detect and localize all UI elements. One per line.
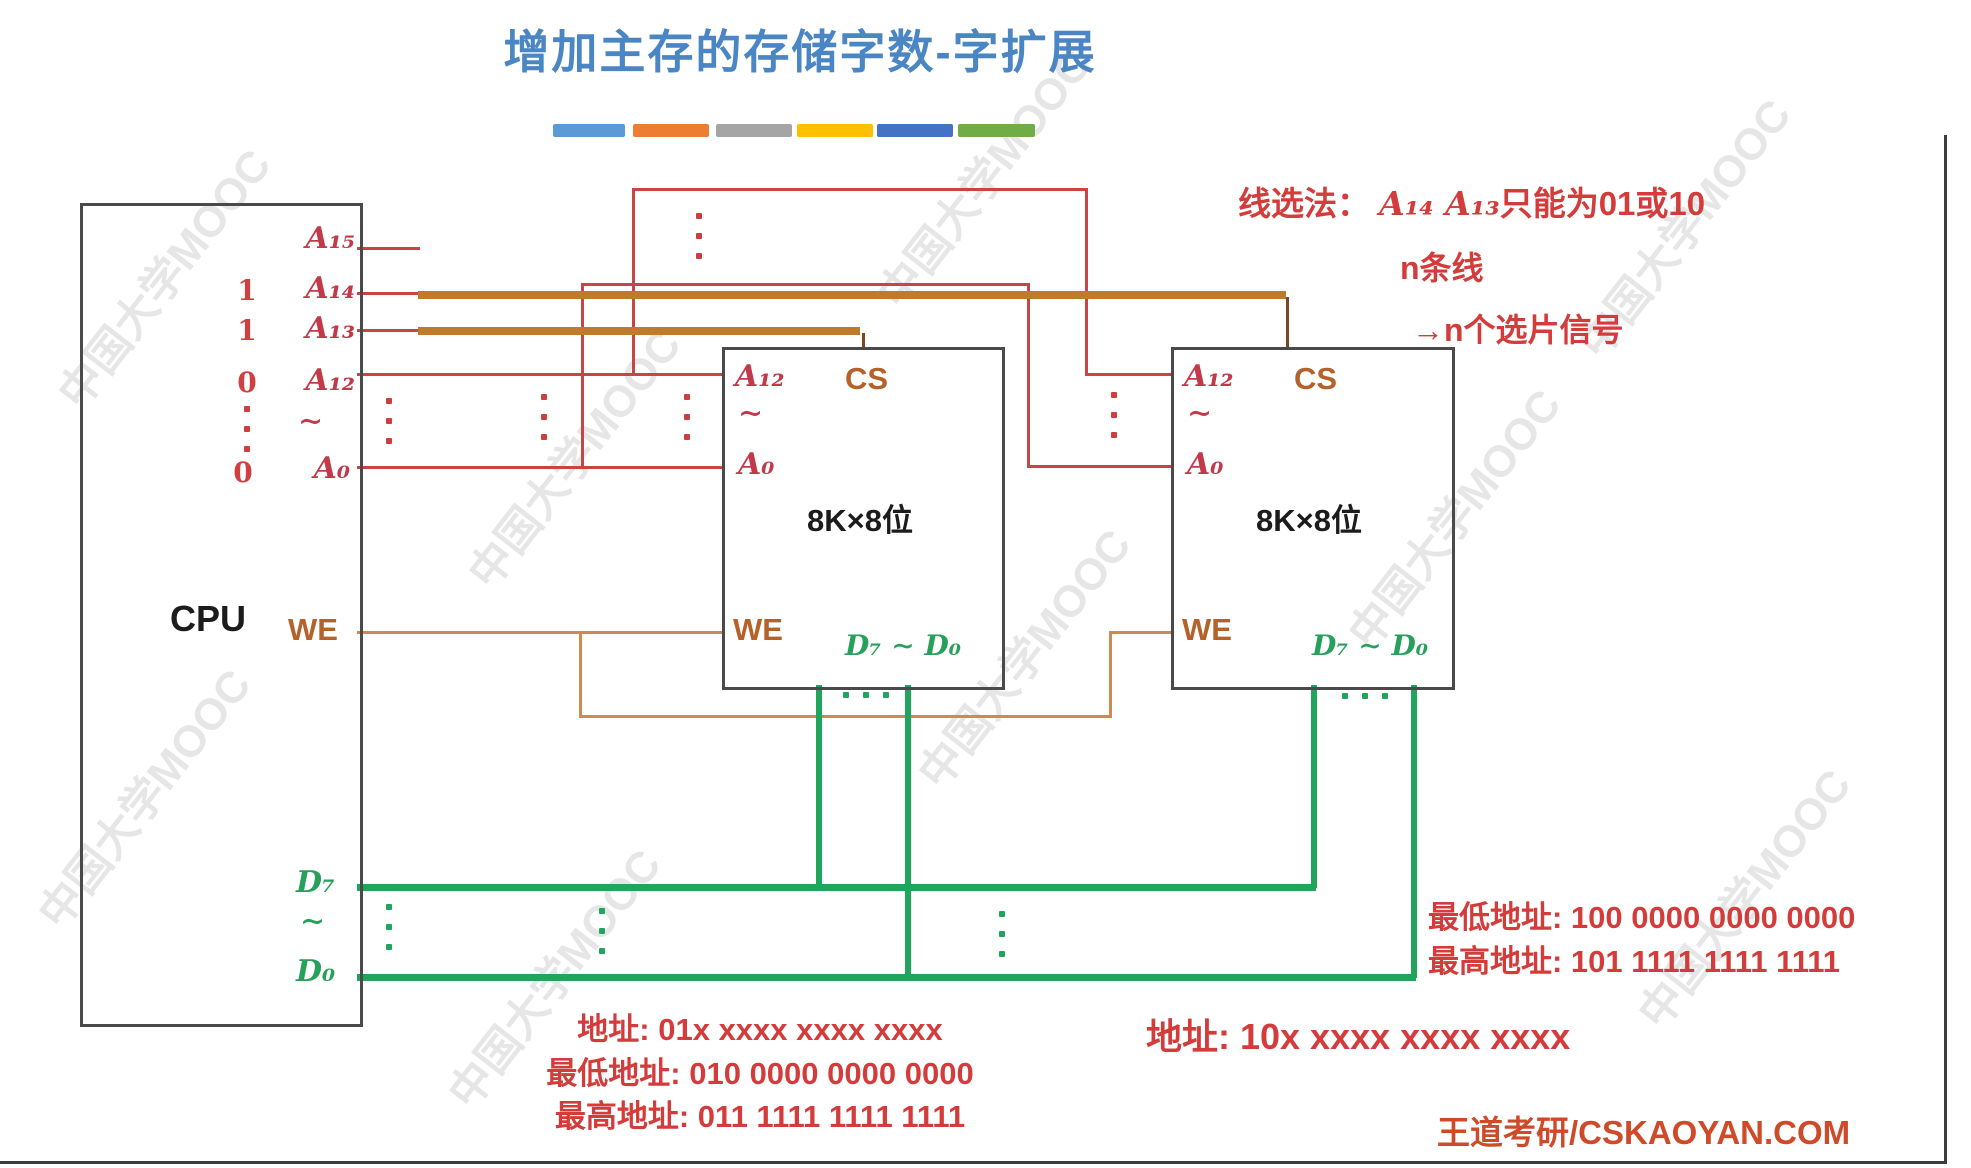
slide-title: 增加主存的存储字数-字扩展 — [503, 26, 1097, 78]
cpu-bit-a0: 0 — [233, 456, 253, 489]
wire-a13-select-bus — [418, 327, 860, 335]
wire-chip2-d7-drop — [1311, 685, 1317, 888]
cpu-pin-range-tilde: ∼ — [298, 404, 324, 439]
chip2-pin-a12: A₁₂ — [1184, 359, 1234, 394]
wire-a12-to-chip2 — [1085, 373, 1171, 376]
arrow-right-icon: → — [1412, 312, 1444, 348]
note-line-select-suffix: 只能为01或10 — [1499, 185, 1706, 222]
chip1-address-pattern: 地址: 01x xxxx xxxx xxxx — [577, 1012, 943, 1047]
chip2-lowest-address: 最低地址: 100 0000 0000 0000 — [1428, 900, 1856, 935]
wire-a0-to-chip1 — [357, 466, 722, 469]
chip2-range-tilde: ∼ — [1187, 396, 1213, 431]
cpu-bit-a14: 1 — [237, 274, 257, 307]
cpu-pin-a14: A₁₄ — [305, 271, 355, 306]
chip2-data-pins: D₇ ∼ D₀ — [1312, 629, 1429, 662]
accent-bar-2 — [633, 124, 709, 137]
accent-bar-4 — [797, 124, 873, 137]
ellipsis-horizontal — [843, 692, 849, 698]
wire-chip2-d0-drop — [1411, 685, 1417, 978]
note-line-select-prefix: 线选法： — [1238, 185, 1370, 222]
chip1-range-tilde: ∼ — [738, 396, 764, 431]
accent-bar-1 — [553, 124, 625, 137]
ellipsis-vertical — [599, 908, 605, 914]
wire-a12-riser-right — [1085, 188, 1088, 376]
cpu-label: CPU — [170, 598, 247, 639]
chip1-lowest-address: 最低地址: 010 0000 0000 0000 — [546, 1056, 974, 1091]
wire-we-to-chip1 — [357, 631, 722, 634]
chip2-pin-cs: CS — [1294, 361, 1338, 396]
cpu-pin-a13: A₁₃ — [305, 311, 355, 346]
chip1-data-pins: D₇ ∼ D₀ — [845, 629, 962, 662]
brand-logo: 王道考研/CSKAOYAN.COM — [1437, 1114, 1851, 1151]
chip1-pin-we: WE — [733, 612, 783, 647]
ellipsis-vertical — [684, 394, 690, 400]
slide-right-border — [1944, 135, 1947, 1163]
wire-we-under-run — [579, 715, 1112, 718]
chip2-highest-address: 最高地址: 101 1111 1111 1111 — [1428, 944, 1840, 979]
wire-a14-lead — [357, 292, 418, 295]
cpu-pin-a15: A₁₅ — [305, 221, 355, 256]
accent-bar-3 — [716, 124, 792, 137]
chip2-capacity: 8K×8位 — [1256, 503, 1362, 538]
chip1-capacity: 8K×8位 — [807, 503, 913, 538]
accent-bar-5 — [877, 124, 953, 137]
chip2-address-pattern: 地址: 10x xxxx xxxx xxxx — [1146, 1016, 1571, 1057]
ellipsis-vertical — [999, 911, 1005, 917]
cpu-pin-d7: D₇ — [296, 865, 336, 900]
wire-a12-top-run — [632, 188, 1088, 191]
cpu-pin-a0: A₀ — [313, 451, 350, 486]
wire-chip1-d0-drop — [905, 685, 911, 978]
accent-bar-6 — [958, 124, 1035, 137]
note-line-select: 线选法： A₁₄ A₁₃只能为01或10 — [1238, 185, 1705, 223]
wire-a13-lead — [357, 329, 418, 332]
chip2-pin-a0: A₀ — [1187, 447, 1224, 482]
wire-chip1-d7-drop — [816, 685, 822, 888]
memory-chip-2 — [1171, 347, 1455, 690]
wire-we-branch-down — [579, 631, 582, 718]
memory-chip-1 — [722, 347, 1005, 690]
wire-cs-drop-chip2 — [1286, 297, 1289, 348]
wire-we-to-chip2 — [1109, 631, 1171, 634]
chip1-highest-address: 最高地址: 011 1111 1111 1111 — [554, 1099, 966, 1134]
chip2-pin-we: WE — [1182, 612, 1232, 647]
cpu-pin-we: WE — [288, 612, 338, 647]
ellipsis-vertical — [244, 406, 250, 412]
ellipsis-vertical — [1111, 392, 1117, 398]
chip1-pin-cs: CS — [845, 361, 889, 396]
wire-a0-riser-right — [1027, 283, 1030, 468]
wire-we-branch-up — [1109, 631, 1112, 718]
watermark-text: 中国大学MOOC — [1629, 760, 1861, 1038]
wire-a0-riser-left — [581, 283, 584, 469]
wire-a0-top-run — [581, 283, 1030, 286]
chip1-pin-a12: A₁₂ — [735, 359, 785, 394]
chip1-pin-a0: A₀ — [738, 447, 775, 482]
wire-d7-bus — [357, 884, 1316, 891]
ellipsis-vertical — [696, 213, 702, 219]
ellipsis-horizontal — [1342, 693, 1348, 699]
watermark-text: 中国大学MOOC — [459, 320, 691, 598]
note-n-select-signals: →n个选片信号 — [1412, 312, 1624, 349]
ellipsis-vertical — [386, 398, 392, 404]
wire-a14-select-bus — [418, 291, 1286, 299]
slide-bottom-border — [0, 1161, 1947, 1164]
cpu-pin-d0: D₀ — [296, 954, 336, 989]
ellipsis-vertical — [386, 904, 392, 910]
cpu-bit-a13: 1 — [237, 314, 257, 347]
cpu-bit-a12: 0 — [237, 366, 257, 399]
cpu-pin-a12: A₁₂ — [305, 363, 355, 398]
wire-a12-riser-left — [632, 188, 635, 376]
wire-d0-bus — [357, 974, 1416, 981]
note-line-select-math: A₁₄ A₁₃ — [1379, 184, 1500, 223]
wire-a0-to-chip2 — [1027, 465, 1171, 468]
cpu-pin-d-tilde: ∼ — [300, 904, 326, 939]
wire-a12-to-chip1 — [357, 373, 722, 376]
wire-cs-drop-chip1 — [862, 333, 865, 348]
cpu-block — [80, 203, 363, 1027]
ellipsis-vertical — [541, 394, 547, 400]
note-n-select-signals-text: n个选片信号 — [1444, 312, 1624, 348]
note-n-lines: n条线 — [1400, 250, 1484, 286]
wire-a15-stub — [357, 247, 420, 250]
